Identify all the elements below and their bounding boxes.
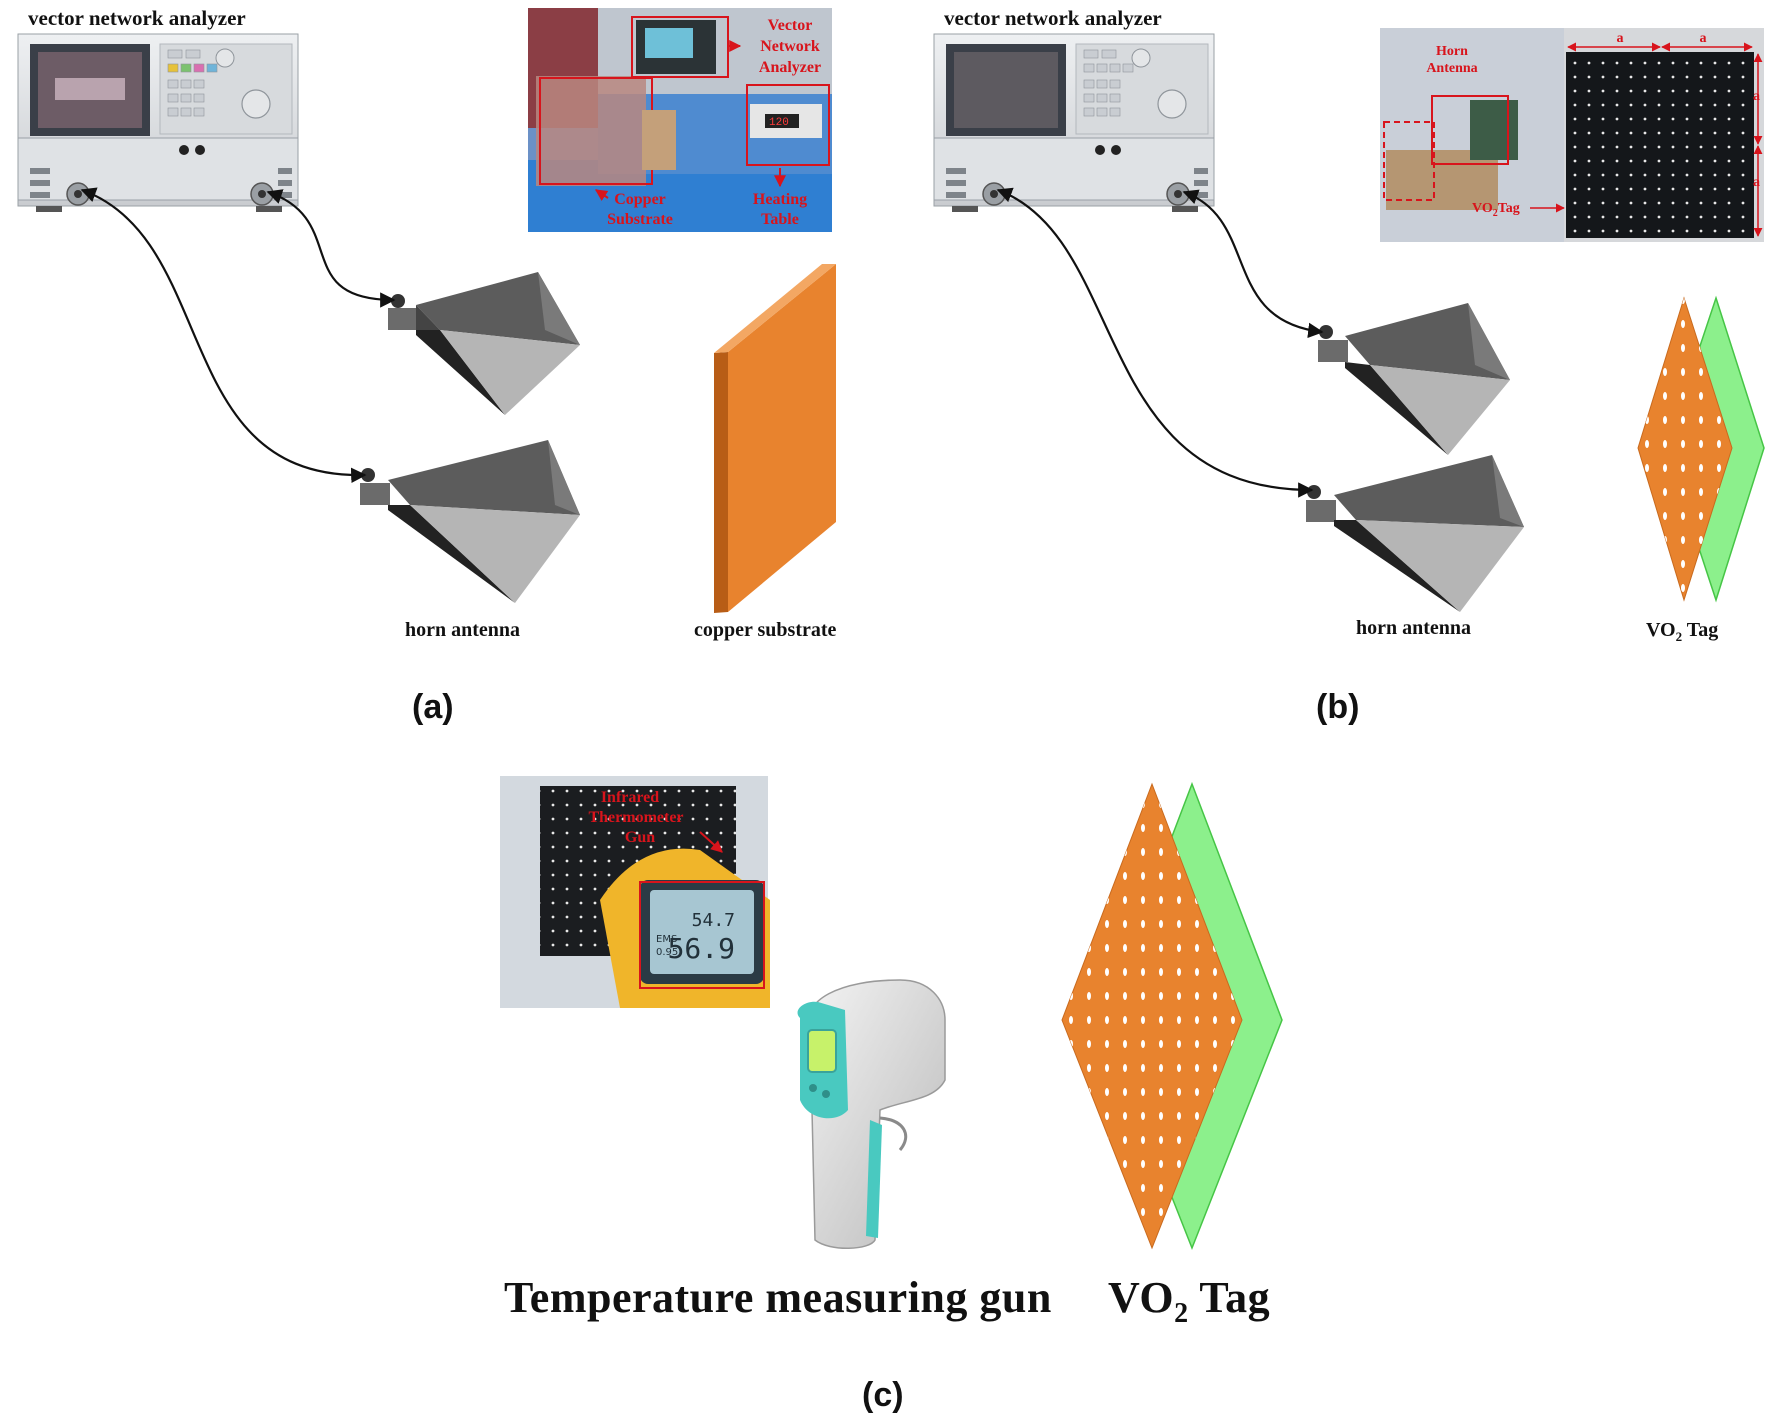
ir-ems-label: EMS	[656, 934, 677, 945]
photo-c-ir-line1: Infrared	[601, 789, 659, 806]
photo-a-copper-line1: Copper	[614, 191, 666, 208]
copper-substrate-slab	[714, 264, 836, 613]
panel-c-gun-label: Temperature measuring gun	[504, 1273, 1052, 1322]
photo-b-dim-a-4: a	[1753, 175, 1760, 190]
horn-antenna-bottom-b	[1306, 455, 1524, 612]
horn-antenna-bottom-a	[360, 440, 580, 603]
panel-a-tag: (a)	[412, 688, 454, 726]
photo-a-vna-line1: Vector	[768, 17, 813, 34]
panel-c-tag: (c)	[862, 1376, 904, 1414]
panel-a-substrate-label: copper substrate	[694, 619, 837, 641]
cable-b-port1	[996, 187, 1314, 498]
photo-a-heat-line1: Heating	[753, 191, 807, 208]
vo2-tag-b	[1637, 295, 1765, 603]
photo-b-dim-a-2: a	[1700, 31, 1707, 46]
panel-b-tag: (b)	[1316, 688, 1360, 726]
photo-b-dim-a-3: a	[1753, 89, 1760, 104]
photo-a-copper-line2: Substrate	[607, 211, 673, 228]
photo-b-horn-line1: Horn	[1436, 44, 1468, 59]
photo-c-ir-line2: Thermometer	[588, 809, 683, 826]
cable-a-port1	[80, 187, 367, 484]
vo2-tag-c	[1061, 781, 1283, 1251]
panel-b-horn-label: horn antenna	[1356, 617, 1472, 639]
panel-b-vna-label: vector network analyzer	[944, 6, 1162, 30]
ir-reading-main: 56.9	[668, 932, 735, 965]
panel-a-horn-label: horn antenna	[405, 619, 521, 641]
ir-ems-value: 0.95	[656, 947, 678, 958]
photo-b-horn-line2: Antenna	[1426, 61, 1477, 76]
photo-inset-b: Horn Antenna a a a a VO2Tag	[1380, 28, 1764, 242]
panel-b: Horn Antenna a a a a VO2Tag	[933, 28, 1765, 612]
panel-a-vna-label: vector network analyzer	[28, 6, 246, 30]
photo-a-heat-line2: Table	[761, 211, 799, 228]
photo-a-vna-line3: Analyzer	[759, 59, 821, 76]
panel-b-vo2-tag-label: VO2 Tag	[1646, 619, 1719, 644]
vector-network-analyzer-a	[17, 33, 299, 212]
photo-a-vna-line2: Network	[760, 38, 820, 55]
photo-c-ir-line3: Gun	[625, 829, 655, 846]
vector-network-analyzer-b	[933, 33, 1215, 212]
photo-b-vo2-label: VO2Tag	[1472, 201, 1520, 219]
heating-display-value: 120	[769, 117, 789, 129]
photo-b-dim-a-1: a	[1617, 31, 1624, 46]
horn-antenna-top-a	[388, 272, 580, 415]
temperature-gun-icon	[797, 979, 946, 1249]
panel-c: 54.7 56.9 EMS 0.95 Infrared Thermometer …	[500, 776, 1283, 1251]
cable-b-port2	[1182, 189, 1324, 339]
photo-inset-c: 54.7 56.9 EMS 0.95 Infrared Thermometer …	[500, 776, 770, 1008]
cable-a-port2	[266, 189, 396, 308]
ir-reading-top: 54.7	[692, 910, 735, 931]
horn-antenna-top-b	[1318, 303, 1510, 455]
panel-c-vo2-tag-label: VO2 Tag	[1108, 1273, 1271, 1329]
photo-inset-a: 120 Vector Network Analyzer Copper Subst…	[528, 8, 832, 232]
panel-a: 120 Vector Network Analyzer Copper Subst…	[17, 8, 836, 613]
